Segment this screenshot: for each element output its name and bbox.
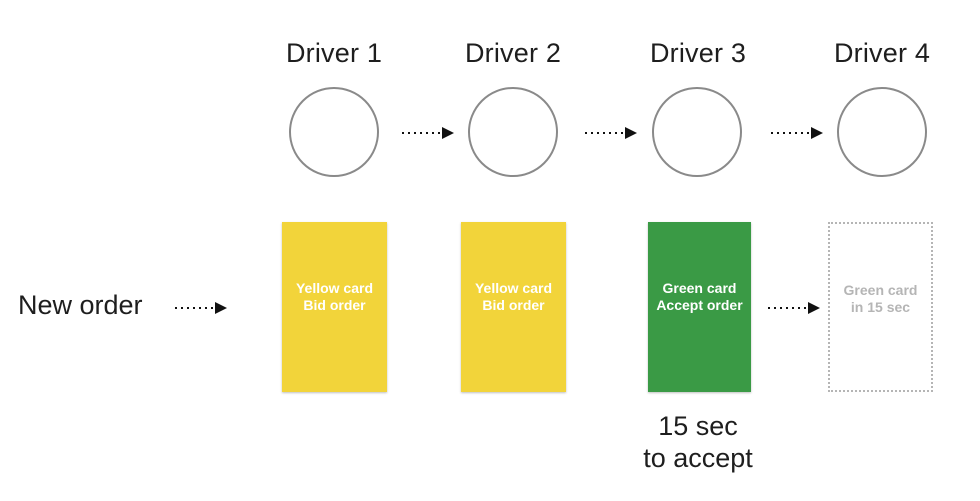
new-order-label: New order [18, 290, 143, 320]
card-subtitle: in 15 sec [850, 299, 911, 315]
card-subtitle: Bid order [482, 297, 545, 313]
driver-circle-3 [652, 87, 742, 177]
dotted-arrow-card-3-to-4 [768, 301, 820, 315]
ghost-green-card-driver-4: Green card in 15 sec [828, 222, 933, 392]
yellow-card-driver-2: Yellow card Bid order [461, 222, 566, 392]
card-text: Yellow card Bid order [296, 280, 373, 314]
accept-timer-note: 15 sec to accept [618, 410, 778, 474]
yellow-card-driver-1: Yellow card Bid order [282, 222, 387, 392]
driver-circle-4 [837, 87, 927, 177]
driver-circle-1 [289, 87, 379, 177]
timer-duration: 15 sec [658, 411, 738, 441]
card-title: Green card [843, 282, 918, 298]
driver-label-3: Driver 3 [649, 38, 747, 68]
dotted-arrow-driver-1-to-2 [402, 126, 454, 140]
driver-label-1: Driver 1 [285, 38, 383, 68]
card-text: Green card in 15 sec [844, 282, 918, 316]
driver-circle-2 [468, 87, 558, 177]
dotted-arrow-new-order [175, 301, 227, 315]
dotted-arrow-driver-2-to-3 [585, 126, 637, 140]
card-title: Yellow card [474, 280, 553, 296]
green-card-driver-3: Green card Accept order [648, 222, 751, 392]
timer-caption: to accept [643, 443, 753, 473]
card-title: Yellow card [295, 280, 374, 296]
card-subtitle: Bid order [303, 297, 366, 313]
card-subtitle: Accept order [656, 297, 743, 313]
dotted-arrow-driver-3-to-4 [771, 126, 823, 140]
driver-label-2: Driver 2 [464, 38, 562, 68]
card-text: Green card Accept order [656, 280, 742, 314]
driver-label-4: Driver 4 [833, 38, 931, 68]
card-title: Green card [662, 280, 737, 296]
card-text: Yellow card Bid order [475, 280, 552, 314]
